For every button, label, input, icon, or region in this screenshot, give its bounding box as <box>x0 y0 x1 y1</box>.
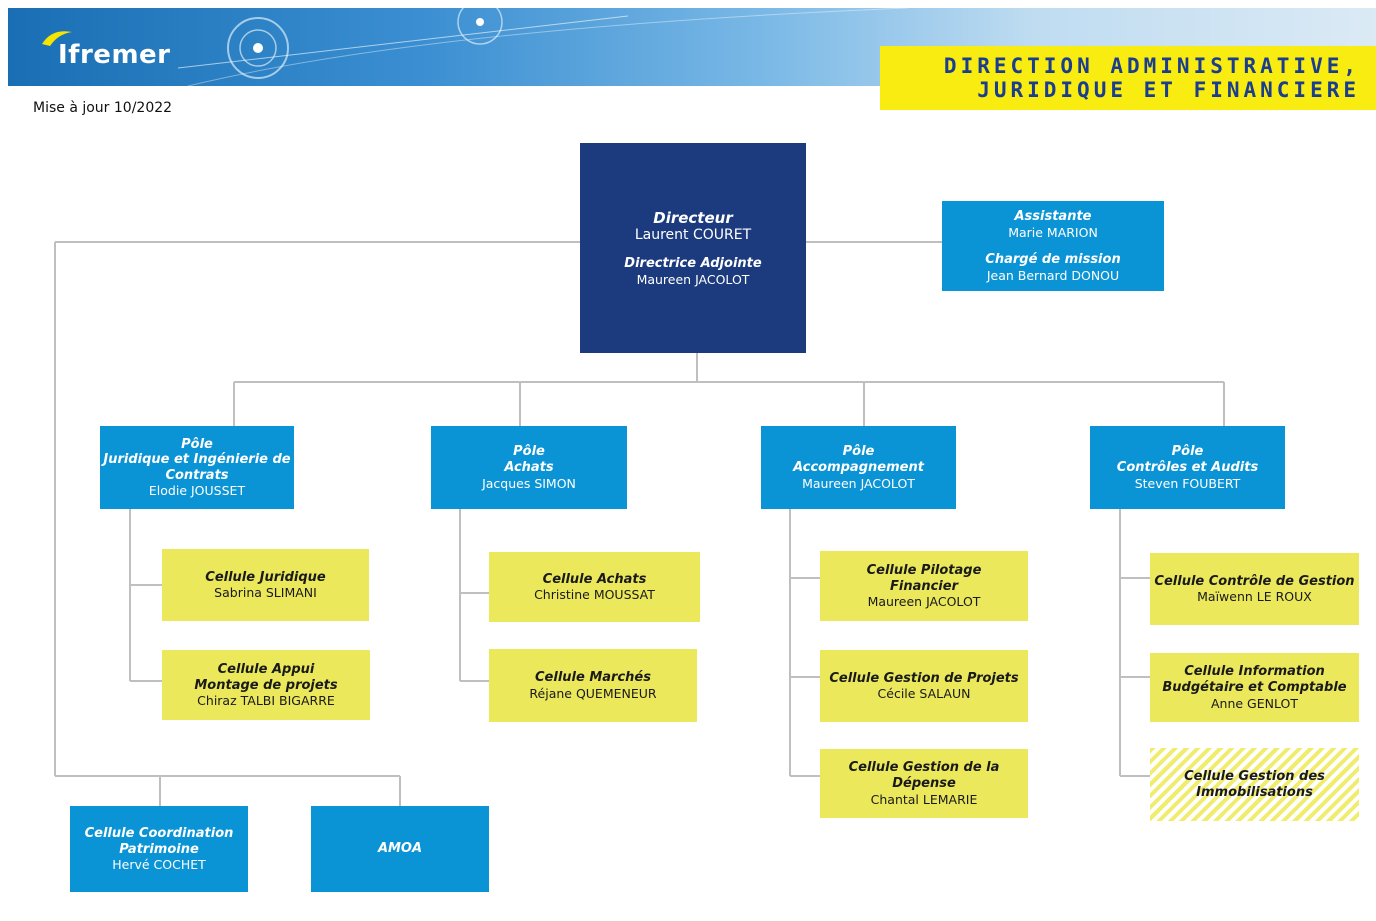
banner-orbit-graphic <box>177 8 909 86</box>
deputy-name: Maureen JACOLOT <box>636 271 750 287</box>
pole-head: Maureen JACOLOT <box>802 475 915 491</box>
cell-immobilisations: Cellule Gestion des Immobilisations <box>1150 748 1359 821</box>
cell-head: Maïwenn LE ROUX <box>1197 589 1312 605</box>
cell-title: Cellule Gestion des Immobilisations <box>1184 768 1325 800</box>
cell-amoa: AMOA <box>311 806 489 892</box>
cell-appui: Cellule Appui Montage de projets Chiraz … <box>162 650 370 720</box>
cell-title: Cellule Coordination Patrimoine <box>84 825 234 857</box>
mission-name: Jean Bernard DONOU <box>986 267 1120 283</box>
direction-title-line2: JURIDIQUE ET FINANCIERE <box>977 78 1360 102</box>
cell-controle-gestion: Cellule Contrôle de Gestion Maïwenn LE R… <box>1150 553 1359 625</box>
direction-title: DIRECTION ADMINISTRATIVE, JURIDIQUE ET F… <box>880 46 1376 110</box>
ifremer-logo: Ifremer <box>58 40 171 70</box>
cell-title: Cellule Appui Montage de projets <box>194 661 338 693</box>
cell-title: Cellule Contrôle de Gestion <box>1154 573 1355 589</box>
cell-head: Chantal LEMARIE <box>870 791 978 807</box>
update-date: Mise à jour 10/2022 <box>33 100 173 116</box>
cell-gestion-projets: Cellule Gestion de Projets Cécile SALAUN <box>820 650 1028 722</box>
cell-juridique: Cellule Juridique Sabrina SLIMANI <box>162 549 369 621</box>
director-title: Directeur <box>653 209 733 228</box>
pole-head: Steven FOUBERT <box>1134 475 1241 491</box>
mission-title: Chargé de mission <box>985 252 1121 267</box>
cell-head: Anne GENLOT <box>1211 695 1298 711</box>
deputy-title: Directrice Adjointe <box>624 256 762 272</box>
cell-head: Sabrina SLIMANI <box>214 585 317 601</box>
pole-head: Elodie JOUSSET <box>148 483 246 499</box>
cell-head: Maureen JACOLOT <box>867 594 981 610</box>
cell-title: Cellule Achats <box>542 571 647 587</box>
cell-depense: Cellule Gestion de la Dépense Chantal LE… <box>820 749 1028 818</box>
pole-title: Accompagnement <box>793 460 924 475</box>
cell-head: Réjane QUEMENEUR <box>529 685 657 701</box>
cell-title: Cellule Gestion de Projets <box>829 670 1019 686</box>
pole-title: Achats <box>504 460 554 475</box>
pole-head: Jacques SIMON <box>482 475 576 491</box>
pole-controles: Pôle Contrôles et Audits Steven FOUBERT <box>1090 426 1285 509</box>
cell-title: Cellule Gestion de la Dépense <box>848 760 1000 791</box>
cell-title: Cellule Information Budgétaire et Compta… <box>1162 664 1347 695</box>
pole-label: Pôle <box>842 444 875 460</box>
direction-title-line1: DIRECTION ADMINISTRATIVE, <box>943 54 1360 78</box>
cell-marches: Cellule Marchés Réjane QUEMENEUR <box>489 649 697 722</box>
pole-label: Pôle <box>181 436 213 452</box>
pole-label: Pôle <box>513 444 545 460</box>
pole-label: Pôle <box>1171 444 1204 460</box>
cell-title: Cellule Pilotage Financier <box>866 562 982 594</box>
cell-head: Cécile SALAUN <box>877 686 971 702</box>
pole-title: Contrôles et Audits <box>1116 460 1259 475</box>
cell-title: AMOA <box>377 841 423 857</box>
pole-accompagnement: Pôle Accompagnement Maureen JACOLOT <box>761 426 956 509</box>
assistant-name: Marie MARION <box>1008 225 1098 240</box>
cell-head: Christine MOUSSAT <box>534 587 655 603</box>
pole-juridique: Pôle Juridique et Ingénierie de Contrats… <box>100 426 294 509</box>
assistant-title: Assistante <box>1014 209 1092 225</box>
cell-patrimoine: Cellule Coordination Patrimoine Hervé CO… <box>70 806 248 892</box>
ifremer-wave-icon <box>42 31 72 46</box>
cell-head: Hervé COCHET <box>112 857 206 873</box>
director-name: Laurent COURET <box>634 227 752 244</box>
cell-title: Cellule Juridique <box>205 569 326 585</box>
cell-pilotage: Cellule Pilotage Financier Maureen JACOL… <box>820 551 1028 621</box>
pole-title: Juridique et Ingénierie de Contrats <box>103 452 291 483</box>
cell-title: Cellule Marchés <box>535 670 651 686</box>
pole-achats: Pôle Achats Jacques SIMON <box>431 426 627 509</box>
cell-head: Chiraz TALBI BIGARRE <box>197 693 335 709</box>
cell-information: Cellule Information Budgétaire et Compta… <box>1150 653 1359 722</box>
director-box: Directeur Laurent COURET Directrice Adjo… <box>580 143 806 353</box>
staff-box: Assistante Marie MARION Chargé de missio… <box>942 201 1164 291</box>
cell-achats: Cellule Achats Christine MOUSSAT <box>489 552 700 622</box>
